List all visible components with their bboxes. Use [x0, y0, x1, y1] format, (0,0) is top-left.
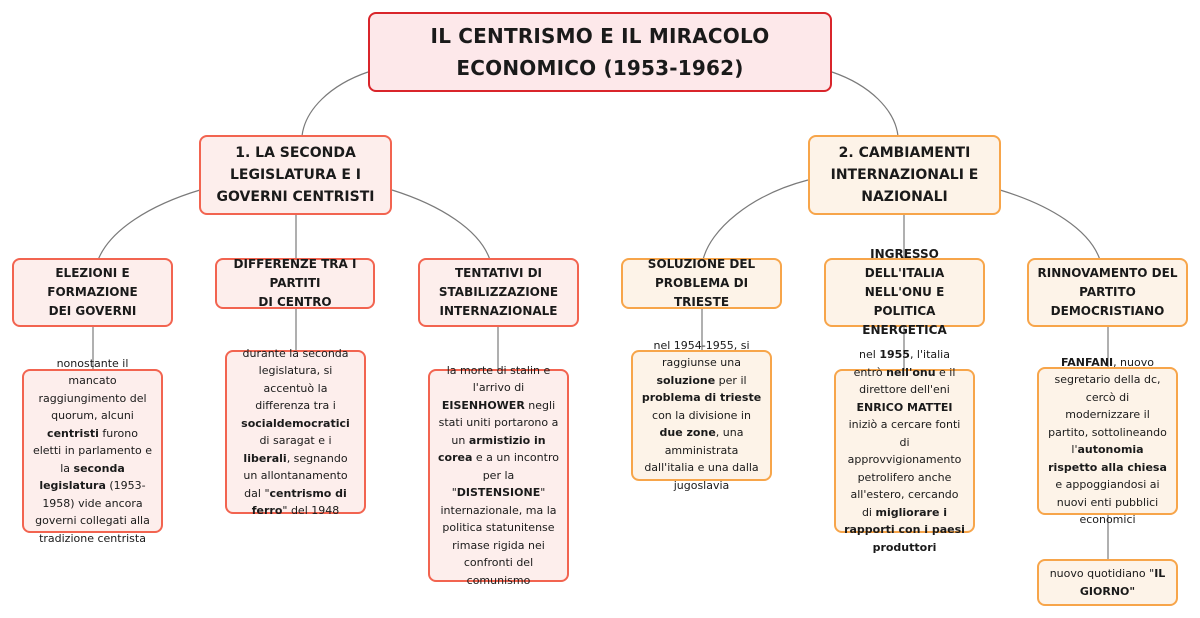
branch-cambiamenti[interactable]: 2. CAMBIAMENTI INTERNAZIONALI E NAZIONAL…: [808, 135, 1001, 215]
text-run: durante la seconda legislatura, si accen…: [242, 346, 349, 413]
text-run: nel: [859, 348, 880, 361]
detail-differenze[interactable]: durante la seconda legislatura, si accen…: [225, 347, 366, 517]
bold-text: nell'onu: [886, 365, 936, 379]
text-run: , l'italia entrò: [853, 348, 950, 379]
text-run: nuovo quotidiano ": [1049, 567, 1155, 580]
detail-text: nuovo quotidiano "IL GIORNO": [1047, 565, 1168, 600]
branch-title-line: NAZIONALI: [861, 189, 948, 205]
branch-title-line: GOVERNI CENTRISTI: [216, 189, 375, 205]
text-run: e il direttore dell'eni: [859, 365, 956, 397]
connector-root-branch2: [831, 71, 899, 137]
topic-title-line: DIFFERENZE TRA I PARTITI: [233, 257, 357, 290]
text-run: la morte di stalin e l'arrivo di: [446, 363, 551, 395]
detail-text: la morte di stalin e l'arrivo di EISENHO…: [438, 362, 559, 590]
text-run: " internazionale, ma la politica statuni…: [440, 486, 557, 587]
detail-il-giorno[interactable]: nuovo quotidiano "IL GIORNO": [1037, 559, 1178, 606]
root-topic[interactable]: IL CENTRISMO E IL MIRACOLO ECONOMICO (19…: [368, 12, 832, 92]
branch-title-line: INTERNAZIONALI E: [830, 167, 979, 183]
text-run: , una amministrata dall'italia e una dal…: [644, 426, 759, 492]
bold-text: seconda legislatura: [39, 461, 125, 493]
topic-rinnovamento-dc[interactable]: RINNOVAMENTO DEL PARTITO DEMOCRISTIANO: [1027, 258, 1188, 327]
bold-text: DISTENSIONE: [456, 486, 541, 500]
detail-text: durante la seconda legislatura, si accen…: [235, 345, 356, 520]
topic-title-line: PROBLEMA DI TRIESTE: [654, 276, 749, 309]
detail-text: FANFANI, nuovo segretario della dc, cerc…: [1047, 354, 1168, 529]
text-run: " del 1948: [282, 504, 340, 517]
topic-tentativi-stabilizzazione[interactable]: TENTATIVI DI STABILIZZAZIONE INTERNAZION…: [418, 258, 579, 327]
topic-title-line: SOLUZIONE DEL: [647, 257, 756, 271]
detail-text: nel 1954-1955, si raggiunse una soluzion…: [641, 337, 762, 495]
connector-b1-t1: [97, 189, 201, 261]
topic-title-line: PARTITO: [1079, 285, 1136, 299]
root-title-line1: IL CENTRISMO E IL MIRACOLO: [430, 24, 770, 48]
connector-root-branch1: [301, 71, 369, 137]
detail-fanfani[interactable]: FANFANI, nuovo segretario della dc, cerc…: [1037, 356, 1178, 526]
bold-text: FANFANI: [1061, 355, 1114, 369]
topic-title-line: DEMOCRISTIANO: [1050, 304, 1165, 318]
text-run: , nuovo segretario della dc, cercò di mo…: [1048, 355, 1167, 457]
text-run: , segnando un allontanamento dal ": [243, 451, 348, 500]
topic-title-line: INTERNAZIONALE: [439, 304, 558, 318]
topic-ingresso-onu[interactable]: INGRESSO DELL'ITALIA NELL'ONU E POLITICA…: [824, 247, 985, 337]
topic-title-line: NELL'ONU E POLITICA: [864, 285, 945, 318]
topic-title-line: DEI GOVERNI: [48, 304, 137, 318]
topic-title-line: ELEZIONI E FORMAZIONE: [47, 266, 138, 299]
bold-text: 1955: [879, 348, 910, 361]
detail-trieste[interactable]: nel 1954-1955, si raggiunse una soluzion…: [631, 339, 772, 492]
text-run: e a un incontro per la ": [451, 451, 559, 500]
text-run: nonostante il mancato raggiungimento del…: [38, 356, 147, 423]
bold-text: soluzione: [656, 373, 716, 387]
detail-ingresso-onu[interactable]: nel 1955, l'italia entrò nell'onu e il d…: [834, 348, 975, 554]
bold-text: armistizio in corea: [438, 433, 546, 465]
root-title-line2: ECONOMICO (1953-1962): [456, 56, 744, 80]
bold-text: autonomia rispetto alla chiesa: [1048, 443, 1167, 474]
detail-text: nel 1955, l'italia entrò nell'onu e il d…: [844, 346, 965, 556]
detail-elezioni[interactable]: nonostante il mancato raggiungimento del…: [22, 357, 163, 545]
bold-text: problema di trieste: [641, 391, 762, 405]
text-run: (1953-1958) vide ancora governi collegat…: [35, 479, 150, 545]
text-run: di saragat e i: [259, 434, 332, 447]
bold-text: socialdemocratici: [241, 416, 350, 430]
bold-text: liberali: [243, 451, 287, 465]
topic-trieste[interactable]: SOLUZIONE DEL PROBLEMA DI TRIESTE: [621, 257, 782, 309]
topic-title-line: INGRESSO DELL'ITALIA: [864, 247, 945, 280]
bold-text: ENRICO MATTEI: [856, 400, 953, 414]
bold-text: centristi: [47, 426, 99, 440]
text-run: furono eletti in parlamento e la: [32, 426, 153, 475]
connector-b2-t1: [702, 179, 809, 261]
connector-b1-t3: [391, 189, 491, 261]
text-run: e appoggiandosi ai nuovi enti pubblici e…: [1055, 478, 1160, 526]
bold-text: due zone: [659, 426, 716, 440]
text-run: per il: [715, 373, 747, 387]
topic-elezioni-formazione[interactable]: ELEZIONI E FORMAZIONE DEI GOVERNI: [12, 258, 173, 327]
topic-title-line: RINNOVAMENTO DEL: [1037, 266, 1178, 280]
connector-b2-t3: [999, 189, 1101, 261]
topic-title-line: STABILIZZAZIONE: [438, 285, 559, 299]
text-run: iniziò a cercare fonti di approvvigionam…: [847, 418, 962, 519]
topic-title-line: DI CENTRO: [258, 295, 332, 309]
topic-title-line: TENTATIVI DI: [454, 266, 543, 280]
text-run: con la divisione in: [652, 408, 751, 422]
text-run: nel 1954-1955, si raggiunse una: [653, 338, 750, 370]
topic-differenze-partiti[interactable]: DIFFERENZE TRA I PARTITI DI CENTRO: [215, 257, 375, 309]
bold-text: IL GIORNO": [1079, 567, 1166, 598]
branch-title-line: LEGISLATURA E I: [230, 167, 361, 183]
bold-text: EISENHOWER: [441, 398, 525, 412]
topic-title-line: ENERGETICA: [862, 323, 947, 337]
text-run: negli stati uniti portarono a un: [438, 398, 559, 447]
branch-seconda-legislatura[interactable]: 1. LA SECONDA LEGISLATURA E I GOVERNI CE…: [199, 135, 392, 215]
bold-text: centrismo di ferro: [251, 486, 347, 518]
branch-title-line: 1. LA SECONDA: [235, 145, 356, 161]
detail-tentativi[interactable]: la morte di stalin e l'arrivo di EISENHO…: [428, 364, 569, 587]
branch-title-line: 2. CAMBIAMENTI: [838, 145, 971, 161]
detail-text: nonostante il mancato raggiungimento del…: [32, 355, 153, 548]
bold-text: migliorare i rapporti con i paesi produt…: [844, 505, 965, 554]
